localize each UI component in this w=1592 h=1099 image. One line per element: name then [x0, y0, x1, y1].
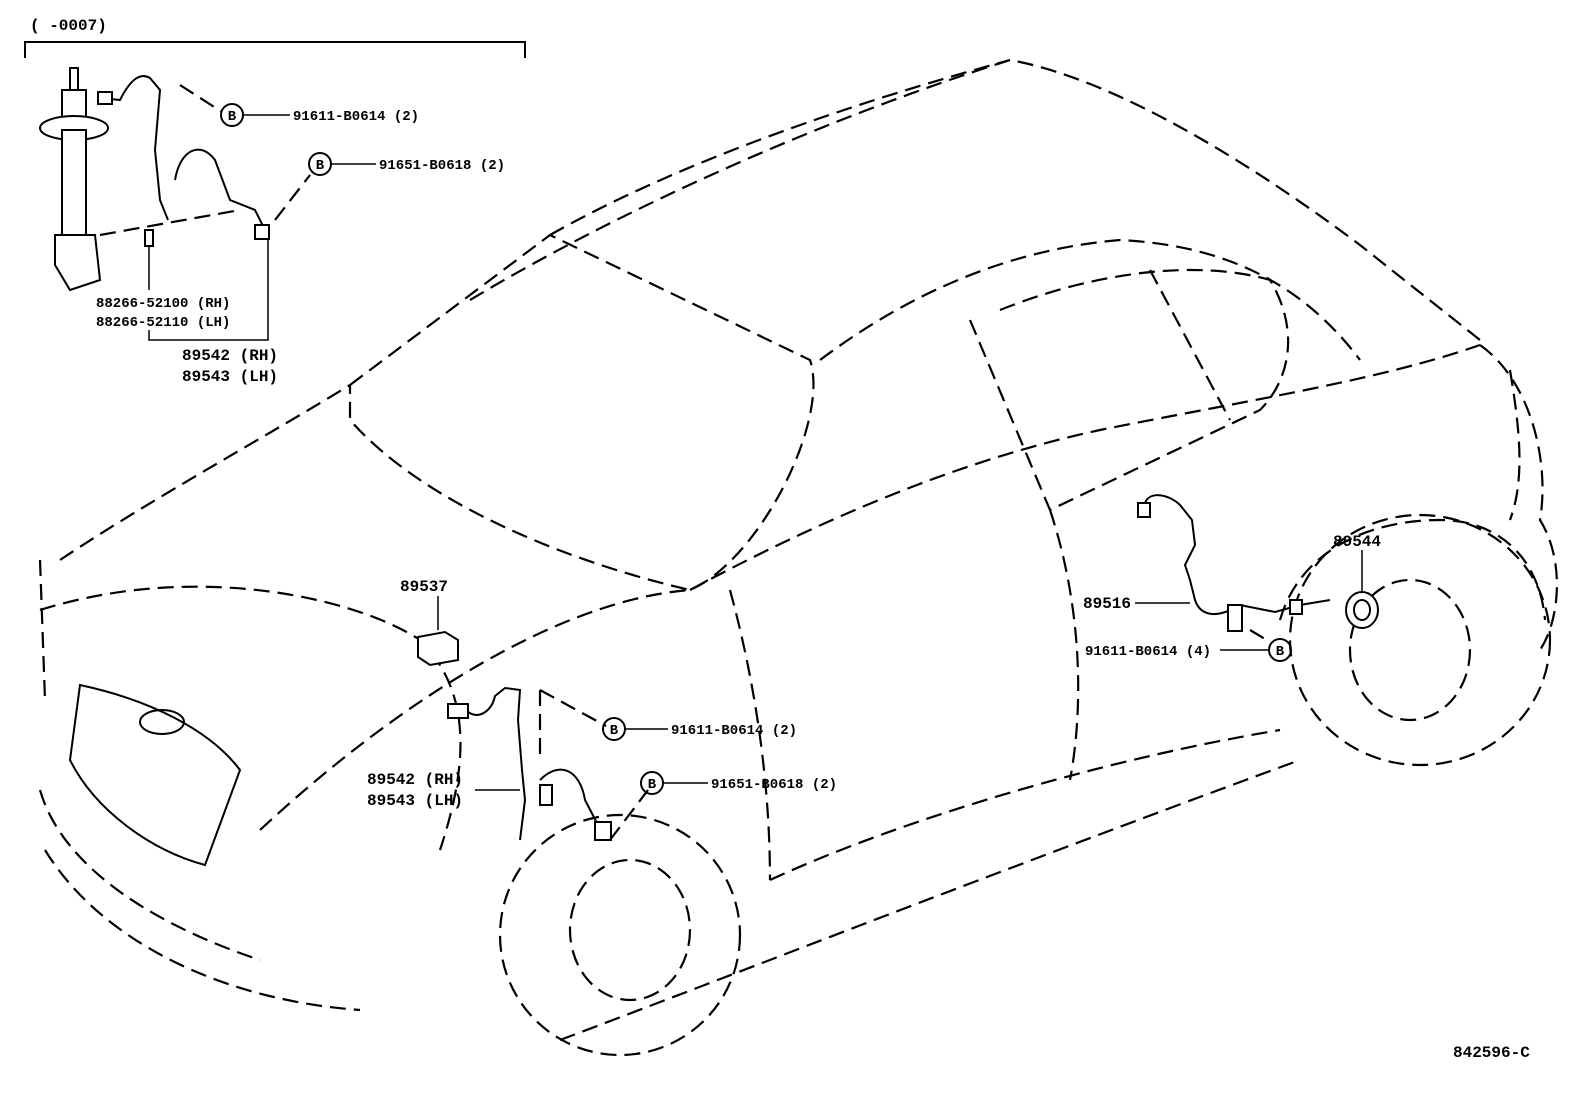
front-bolt2-part: 91651-B0618 (2) [711, 777, 837, 793]
inset-sensor-rh: 88266-52100 (RH) [96, 296, 230, 312]
inset-harness-lh: 89543 (LH) [182, 368, 278, 386]
inset-harness-lower [174, 148, 266, 231]
front-bolt1-part: 91611-B0614 (2) [671, 723, 797, 739]
rear-sensor-part: 89544 [1333, 533, 1381, 551]
rear-bolt-marker-label: B [1276, 644, 1285, 660]
bolt-marker-2-label: B [316, 158, 325, 174]
front-harness [447, 686, 649, 841]
figure-code: 842596-C [1453, 1044, 1530, 1062]
rear-harness [1137, 494, 1331, 632]
skid-control-computer: 89537 [400, 578, 459, 667]
inset-bolt2-part: 91651-B0618 (2) [379, 158, 505, 174]
inset-sensor-lh: 88266-52110 (LH) [96, 315, 230, 331]
car-outline [38, 58, 1558, 1057]
computer-unit [417, 630, 459, 667]
rear-sensor-ring [1345, 591, 1379, 629]
inset-bolt1-part: 91611-B0614 (2) [293, 109, 419, 125]
rear-harness-part: 89516 [1083, 595, 1131, 613]
inset-speed-sensor [144, 229, 154, 247]
computer-part-number: 89537 [400, 578, 448, 596]
front-harness-rh: 89542 (RH) [367, 771, 463, 789]
inset-header: ( -0007) [30, 17, 107, 35]
strut-assembly [39, 67, 109, 292]
inset-group: ( -0007) B 91611-B0614 (2) B 91651-B06 [24, 17, 526, 386]
bolt-marker-1-label: B [228, 109, 237, 125]
inset-bracket [24, 41, 526, 58]
inset-harness-rh: 89542 (RH) [182, 347, 278, 365]
front-bolt-marker-1-label: B [610, 723, 619, 739]
front-bolt-marker-2-label: B [648, 777, 657, 793]
front-harness-lh: 89543 (LH) [367, 792, 463, 810]
rear-bolt-part: 91611-B0614 (4) [1085, 644, 1211, 660]
inset-harness [99, 75, 169, 221]
